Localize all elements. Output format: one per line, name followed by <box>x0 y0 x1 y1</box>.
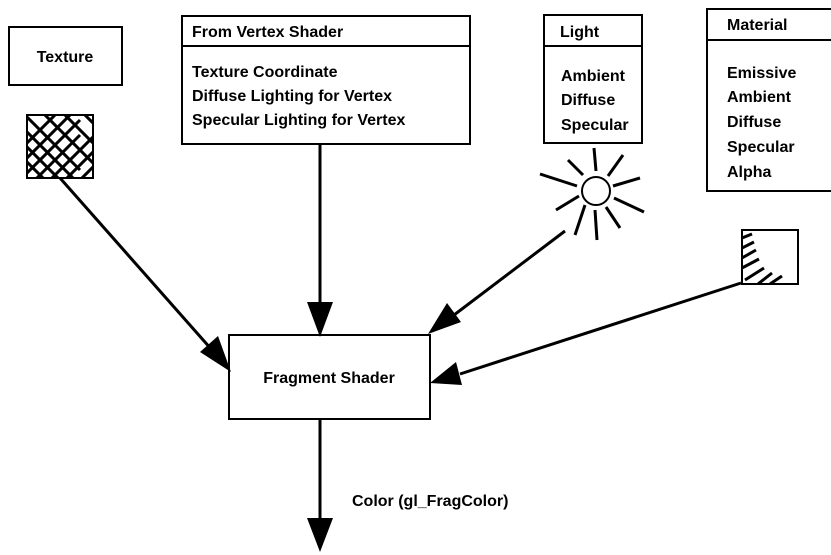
arrows <box>58 144 742 552</box>
light-item-2: Specular <box>561 117 629 134</box>
vertex-shader-node: From Vertex Shader Texture Coordinate Di… <box>181 15 471 145</box>
arrow-texture-to-fragment <box>58 177 231 372</box>
material-item-0: Emissive <box>727 65 796 82</box>
sun-icon <box>539 147 645 241</box>
material-item-1: Ambient <box>727 89 792 106</box>
arrow-fragment-to-output <box>307 419 333 552</box>
arrow-material-to-fragment <box>430 281 742 385</box>
material-item-3: Specular <box>727 139 795 156</box>
material-title: Material <box>727 17 787 34</box>
fragment-shader-node: Fragment Shader <box>228 334 431 420</box>
texture-node: Texture <box>8 26 123 86</box>
material-item-4: Alpha <box>727 164 772 181</box>
texture-swatch-icon <box>26 114 94 179</box>
arrow-vertex-to-fragment <box>307 144 333 337</box>
material-swatch-icon <box>741 229 799 285</box>
fragment-shader-box <box>228 334 431 420</box>
light-title: Light <box>560 24 600 41</box>
vertex-shader-item-1: Diffuse Lighting for Vertex <box>192 88 392 105</box>
light-item-0: Ambient <box>561 68 626 85</box>
light-box <box>543 14 643 144</box>
vertex-shader-item-0: Texture Coordinate <box>192 64 338 81</box>
arrow-light-to-fragment <box>428 229 566 334</box>
fragment-shader-title: Fragment Shader <box>263 370 395 387</box>
texture-title: Texture <box>37 49 94 66</box>
vertex-shader-item-2: Specular Lighting for Vertex <box>192 112 405 129</box>
vertex-shader-title: From Vertex Shader <box>192 24 343 41</box>
texture-box <box>8 26 123 86</box>
output-label: Color (gl_FragColor) <box>352 493 508 510</box>
light-node: Light Ambient Diffuse Specular <box>543 14 643 144</box>
light-item-1: Diffuse <box>561 92 615 109</box>
material-item-2: Diffuse <box>727 114 781 131</box>
material-node: Material Emissive Ambient Diffuse Specul… <box>706 8 831 192</box>
vertex-shader-box <box>181 15 471 145</box>
